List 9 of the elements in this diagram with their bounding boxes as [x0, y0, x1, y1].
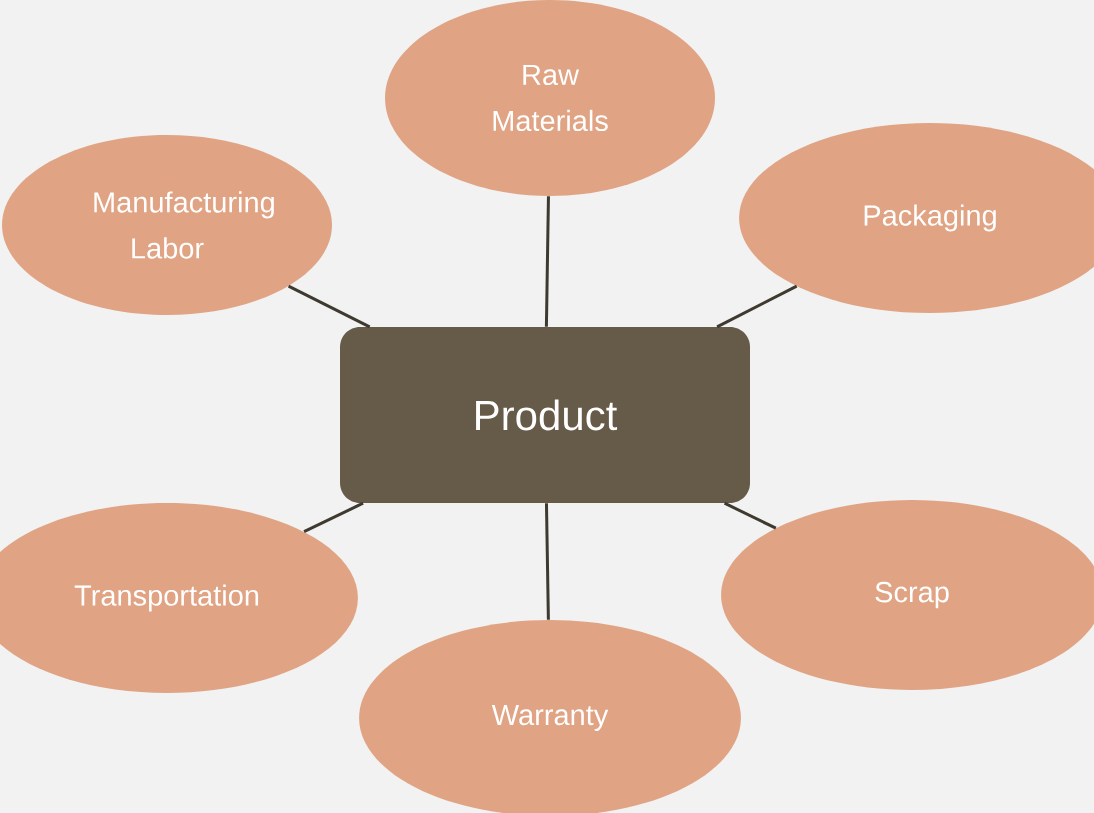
connector-line — [544, 196, 550, 327]
connector-line — [303, 501, 364, 533]
oval-node: Manufacturing Labor — [2, 135, 332, 315]
connector-line — [723, 501, 777, 530]
rounded-box: Product — [340, 327, 750, 503]
connector-line — [716, 284, 798, 329]
oval-node: Raw Materials — [385, 0, 715, 196]
connector-line — [287, 284, 371, 329]
connector-line — [544, 503, 550, 620]
